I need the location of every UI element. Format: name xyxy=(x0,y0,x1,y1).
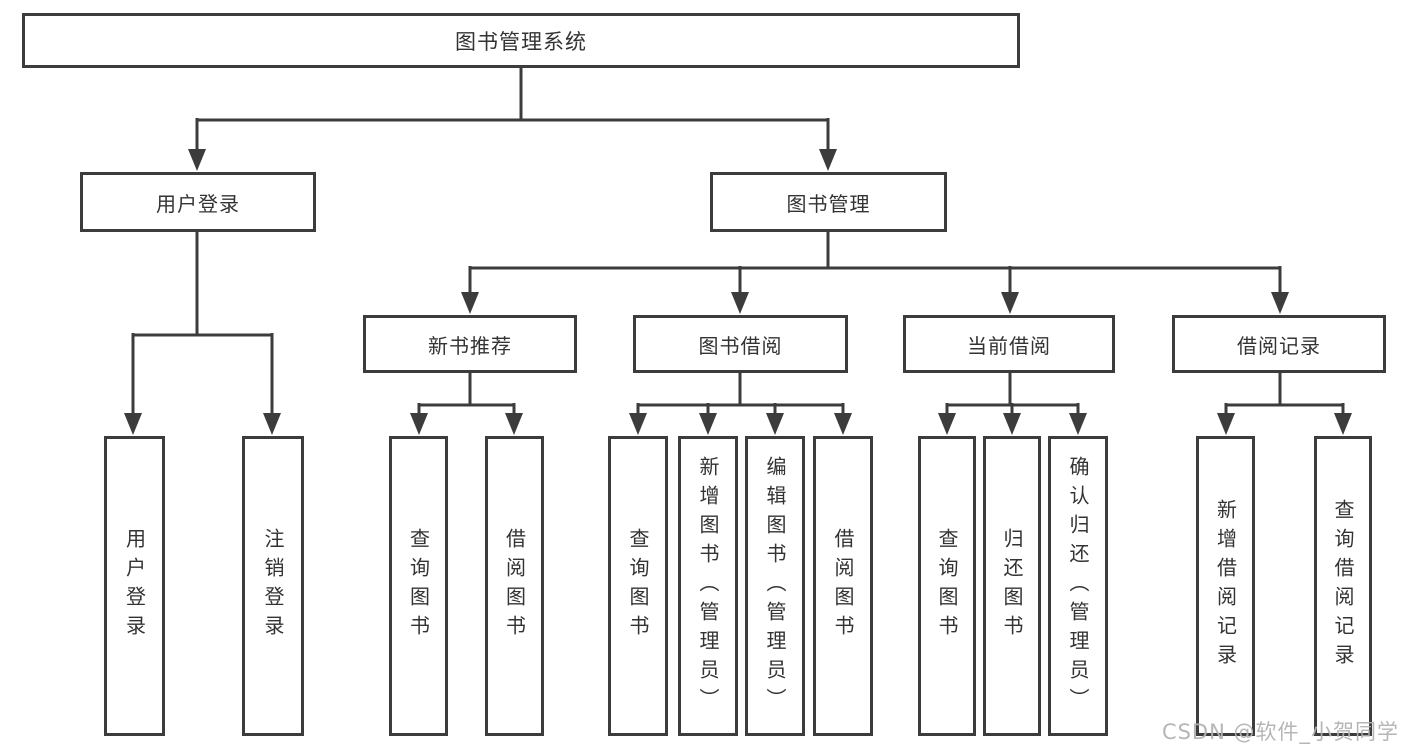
leaf-label: 用户登录 xyxy=(122,528,147,644)
leaf-label: 归还图书 xyxy=(1000,528,1024,644)
leaf-edit-book-admin: 编辑图书（管理员） xyxy=(745,436,805,736)
leaf-user-login: 用户登录 xyxy=(104,436,165,736)
leaf-add-book-admin: 新增图书（管理员） xyxy=(678,436,738,736)
node-borrow-records: 借阅记录 xyxy=(1172,315,1386,373)
leaf-label: 确认归还（管理员） xyxy=(1066,455,1090,717)
leaf-label: 借阅图书 xyxy=(831,528,855,644)
leaf-query-borrow-record: 查询借阅记录 xyxy=(1314,436,1372,736)
leaf-borrow-books-borrow: 借阅图书 xyxy=(813,436,873,736)
node-new-book-recommend: 新书推荐 xyxy=(363,315,577,373)
node-library-system: 图书管理系统 xyxy=(22,13,1020,68)
node-current-borrow: 当前借阅 xyxy=(903,315,1115,373)
node-book-management: 图书管理 xyxy=(710,172,947,232)
csdn-watermark: CSDN @软件_小贺同学 xyxy=(1161,720,1399,744)
leaf-query-books-borrow: 查询图书 xyxy=(608,436,668,736)
leaf-query-books-recommend: 查询图书 xyxy=(389,436,448,736)
leaf-add-borrow-record: 新增借阅记录 xyxy=(1196,436,1255,736)
leaf-label: 借阅图书 xyxy=(502,528,527,644)
leaf-label: 注销登录 xyxy=(261,528,285,644)
leaf-label: 新增图书（管理员） xyxy=(696,455,720,717)
leaf-label: 查询图书 xyxy=(406,528,431,644)
leaf-return-books: 归还图书 xyxy=(983,436,1041,736)
leaf-borrow-books-recommend: 借阅图书 xyxy=(485,436,544,736)
leaf-label: 查询借阅记录 xyxy=(1331,499,1355,673)
leaf-label: 查询图书 xyxy=(626,528,650,644)
leaf-label: 查询图书 xyxy=(935,528,959,644)
leaf-query-books-current: 查询图书 xyxy=(918,436,976,736)
arrowheads xyxy=(124,149,1352,435)
leaf-label: 编辑图书（管理员） xyxy=(763,455,787,717)
node-book-borrow: 图书借阅 xyxy=(633,315,848,373)
node-user-login: 用户登录 xyxy=(80,172,316,232)
leaf-logout: 注销登录 xyxy=(242,436,304,736)
leaf-confirm-return-admin: 确认归还（管理员） xyxy=(1048,436,1108,736)
leaf-label: 新增借阅记录 xyxy=(1213,499,1238,673)
